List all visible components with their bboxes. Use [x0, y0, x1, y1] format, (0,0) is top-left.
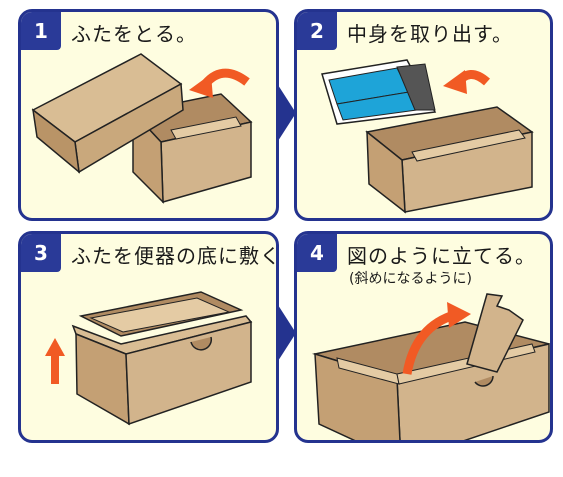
step-3-number: 3	[21, 234, 61, 272]
step-2-panel: 2 中身を取り出す。	[294, 9, 553, 221]
step-1-panel: 1 ふたをとる。	[18, 9, 279, 221]
step-2-title: 中身を取り出す。	[347, 22, 513, 46]
step-4-number: 4	[297, 234, 337, 272]
step-3-illustration	[45, 291, 253, 426]
step-3-panel: 3 ふたを便器の底に敷く。	[18, 231, 279, 443]
step-4-subtitle: (斜めになるように)	[349, 271, 472, 287]
step-4-title: 図のように立てる。	[347, 244, 536, 268]
step-1-illustration	[31, 53, 253, 204]
step-3-title: ふたを便器の底に敷く。	[71, 244, 279, 268]
next-step-arrow-1	[278, 85, 296, 141]
step-4-illustration	[312, 293, 550, 440]
step-4-panel: 4 図のように立てる。 (斜めになるように)	[294, 231, 553, 443]
step-1-title: ふたをとる。	[71, 22, 197, 46]
next-step-arrow-2	[278, 305, 296, 361]
step-1-number: 1	[21, 12, 61, 50]
step-2-illustration	[321, 59, 534, 214]
step-2-number: 2	[297, 12, 337, 50]
